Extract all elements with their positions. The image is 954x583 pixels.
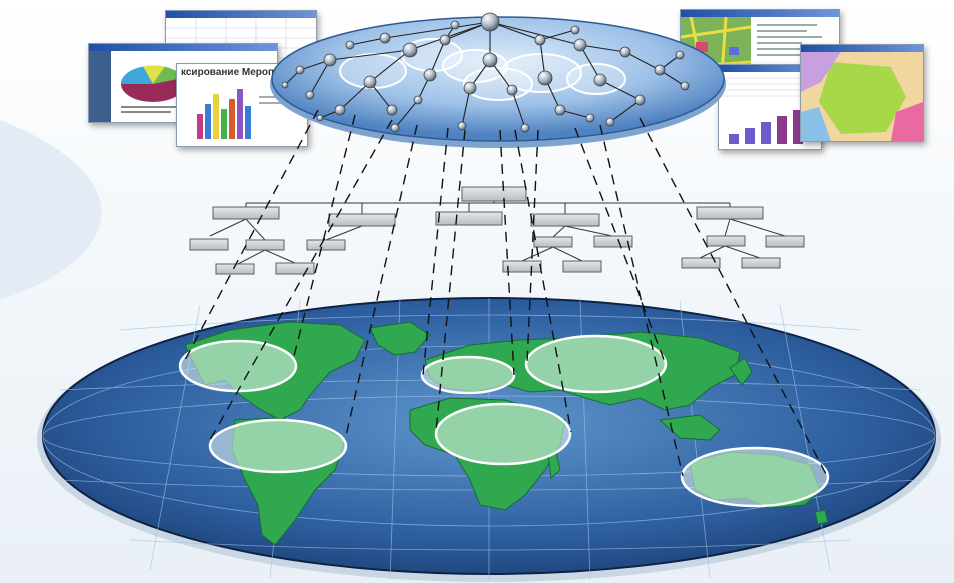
hierarchy-connectors	[209, 195, 786, 266]
org-chart-box	[275, 262, 315, 275]
org-chart-box	[533, 236, 573, 248]
network-node-icon	[323, 53, 337, 67]
ring-south-america	[208, 418, 348, 474]
org-chart-box	[681, 257, 721, 269]
network-node-icon	[305, 90, 315, 100]
network-node-icon	[379, 32, 391, 44]
network-node-icon	[281, 81, 289, 89]
org-chart-box	[245, 239, 285, 251]
network-node-icon	[634, 94, 646, 106]
network-node-icon	[534, 34, 546, 46]
japan	[729, 357, 753, 386]
network-node-icon	[450, 20, 460, 30]
region-map-window	[800, 44, 924, 142]
background-swoosh	[0, 120, 102, 300]
org-chart-box	[530, 213, 600, 227]
network-node-icon	[593, 73, 607, 87]
network-node-icon	[386, 104, 398, 116]
greenland	[369, 321, 431, 356]
network-node-icon	[413, 95, 423, 105]
southeast-asia	[658, 414, 721, 441]
network-node-icon	[345, 40, 355, 50]
org-chart-box	[306, 239, 346, 251]
org-chart-box	[212, 206, 280, 220]
report-title: ксирование Мероприя	[181, 67, 293, 78]
network-node-icon	[482, 52, 498, 68]
network-nodes	[281, 12, 690, 133]
network-node-icon	[295, 65, 305, 75]
network-node-icon	[316, 114, 324, 122]
hierarchy-boxes	[189, 186, 805, 275]
network-node-icon	[463, 81, 477, 95]
network-node-icon	[680, 81, 690, 91]
ring-australia	[680, 446, 830, 508]
org-chart-box	[215, 263, 255, 275]
network-node-icon	[402, 42, 418, 58]
network-node-icon	[457, 121, 467, 131]
network-node-icon	[675, 50, 685, 60]
region-map-thumbnail	[801, 52, 923, 141]
network-node-icon	[554, 104, 566, 116]
network-node-icon	[480, 12, 500, 32]
network-highlight-rings	[339, 38, 626, 101]
window-titlebar	[166, 11, 316, 18]
network-node-icon	[573, 38, 587, 52]
network-node-icon	[537, 70, 553, 86]
ring-africa	[434, 402, 572, 466]
bar-chart-3d-thumbnail	[197, 89, 289, 139]
network-disc	[271, 16, 725, 142]
ring-europe	[420, 355, 516, 395]
window-titlebar	[89, 44, 277, 51]
ring-north-america	[178, 339, 298, 393]
org-chart-box	[328, 213, 396, 227]
org-chart-box	[706, 235, 746, 247]
org-chart-box	[741, 257, 781, 269]
projection-lines	[184, 109, 828, 477]
network-node-icon	[520, 123, 530, 133]
window-titlebar	[719, 65, 821, 72]
ring-asia	[524, 334, 668, 394]
list-panel	[757, 24, 822, 56]
network-node-icon	[619, 46, 631, 58]
org-chart-box	[562, 260, 602, 273]
network-node-icon	[390, 123, 400, 133]
network-node-icon	[654, 64, 666, 76]
network-node-icon	[506, 84, 518, 96]
org-chart-box	[593, 235, 633, 248]
network-node-icon	[334, 104, 346, 116]
new-zealand	[814, 509, 829, 525]
map-highlight-rings	[178, 334, 830, 508]
network-node-icon	[423, 68, 437, 82]
network-node-icon	[585, 113, 595, 123]
org-chart-box	[696, 206, 764, 220]
org-chart-box	[189, 238, 229, 251]
network-node-icon	[363, 75, 377, 89]
network-node-icon	[439, 34, 451, 46]
network-node-icon	[570, 25, 580, 35]
org-chart-box	[435, 211, 503, 226]
pie-chart-thumbnail	[120, 65, 199, 113]
window-sidebar	[89, 51, 111, 122]
org-chart-box	[765, 235, 805, 248]
network-node-icon	[605, 117, 615, 127]
window-titlebar	[801, 45, 923, 52]
window-titlebar	[681, 10, 839, 17]
org-chart-box-root	[461, 186, 527, 202]
